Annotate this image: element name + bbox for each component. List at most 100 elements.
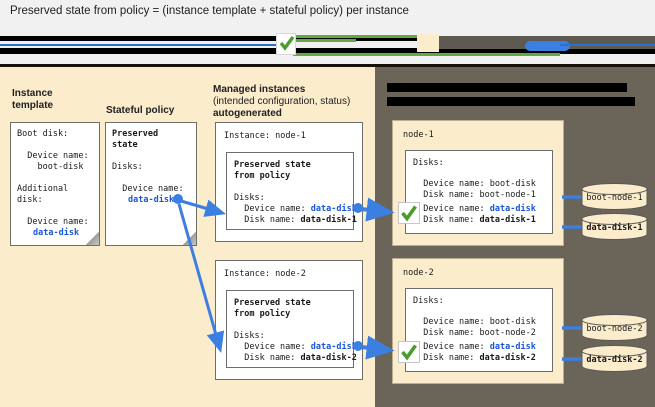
- node2-data-disk-label: Disk name:: [413, 353, 480, 363]
- node-card-node-2: node-2 Disks: Device name: boot-disk Dis…: [392, 258, 564, 384]
- node1-boot-disk-value: boot-node-1: [479, 190, 536, 200]
- ps1-device-label: Device name:: [234, 204, 311, 214]
- sp-disks-label: Disks:: [112, 162, 143, 172]
- disk-label-data-disk-1: data-disk-1: [586, 223, 643, 233]
- card-fold-corner: [86, 232, 100, 246]
- legend-green-line-bottom: [293, 53, 560, 56]
- it-gap-2: [17, 173, 22, 183]
- node-disks-box-node-2: Disks: Device name: boot-disk Disk name:…: [405, 288, 553, 372]
- preserved-state-box-node-1: Preserved state from policy Disks: Devic…: [226, 152, 357, 230]
- status-check-node-1: [398, 202, 420, 224]
- node2-disks-label: Disks:: [413, 296, 444, 306]
- preserved-state-disks-node-2: Device name: data-disk Disk name: data-d…: [234, 342, 357, 364]
- green-check-icon: [401, 205, 417, 222]
- ps1-device-value: data-disk: [310, 204, 357, 214]
- sp-data-disk-value: data-disk: [128, 195, 175, 205]
- node2-boot-device-label: Device name:: [413, 317, 490, 327]
- node1-boot-disk-label: Disk name:: [413, 190, 480, 200]
- it-gap-3: [17, 206, 22, 216]
- node2-boot-disk-label: Disk name:: [413, 328, 480, 338]
- legend-strip: [0, 28, 655, 64]
- node1-boot-device-value: boot-disk: [489, 179, 536, 189]
- ps2-gap: [234, 320, 239, 330]
- disk-cylinder-data-disk-2: data-disk-2: [581, 345, 648, 372]
- ps1-gap: [234, 182, 239, 192]
- ps2-disks-label: Disks:: [234, 331, 265, 341]
- ps2-title-l2: from policy: [234, 309, 291, 319]
- ps1-title-l2: from policy: [234, 171, 291, 181]
- legend-blue-pill: [525, 41, 570, 51]
- it-line-0: Boot disk:: [17, 129, 69, 139]
- legend-redaction-bar-top: [0, 36, 655, 41]
- title-bar: Preserved state from policy = (instance …: [0, 0, 655, 28]
- heading-managed-instances: Managed instances (intended configuratio…: [213, 84, 373, 120]
- legend-blue-line-left: [0, 44, 290, 46]
- heading-stateful-policy: Stateful policy: [106, 105, 206, 117]
- node1-boot-device-label: Device name:: [413, 179, 490, 189]
- legend-green-line-top: [293, 35, 423, 38]
- legend-green-line-mid: [293, 39, 356, 42]
- heading-stateful-policy-l1: Stateful policy: [106, 105, 175, 116]
- stateful-policy-text: Preserved state Disks: Device name: data…: [112, 129, 184, 206]
- disk-label-boot-node-1: boot-node-1: [586, 193, 643, 203]
- preserved-state-text-node-1: Preserved state from policy Disks:: [234, 160, 311, 204]
- heading-managed-l2: (intended configuration, status): [213, 96, 351, 107]
- node2-data-disk-block: Device name: data-disk Disk name: data-d…: [413, 342, 536, 364]
- it-line-6: disk:: [17, 195, 43, 205]
- it-line-5: Additional: [17, 184, 69, 194]
- ps2-title-l1: Preserved state: [234, 298, 311, 308]
- disk-cylinder-boot-node-1: boot-node-1: [581, 183, 648, 210]
- disk-label-boot-node-2: boot-node-2: [586, 324, 643, 334]
- heading-instance-template-l1: Instance: [12, 88, 53, 99]
- preserved-state-text-node-2: Preserved state from policy Disks:: [234, 298, 311, 342]
- card-fold-corner: [183, 232, 197, 246]
- disk-cylinder-data-disk-1: data-disk-1: [581, 213, 648, 240]
- node2-boot-disk-value: boot-node-2: [479, 328, 536, 338]
- legend-blue-line-right: [560, 44, 655, 46]
- sp-device-name-label: Device name:: [112, 184, 184, 194]
- node2-boot-device-value: boot-disk: [489, 317, 536, 327]
- sp-gap-1: [112, 151, 117, 161]
- node2-boot-disk-block: Device name: boot-disk Disk name: boot-n…: [413, 317, 536, 339]
- instance-template-text: Boot disk: Device name: boot-disk Additi…: [17, 129, 89, 239]
- it-line-3: boot-disk: [17, 162, 84, 172]
- node1-disks-label: Disks:: [413, 158, 444, 168]
- it-data-disk-value: data-disk: [33, 228, 80, 238]
- node1-data-disk-label: Disk name:: [413, 215, 480, 225]
- instance-template-card: Boot disk: Device name: boot-disk Additi…: [10, 122, 100, 246]
- disk-cylinder-boot-node-2: boot-node-2: [581, 314, 648, 341]
- ps1-disk-value: data-disk-1: [300, 215, 357, 225]
- sp-title-l1: Preserved: [112, 129, 159, 139]
- node-disks-box-node-1: Disks: Device name: boot-disk Disk name:…: [405, 150, 553, 234]
- disk-label-data-disk-2: data-disk-2: [586, 355, 643, 365]
- legend-cream-swatch: [417, 34, 439, 52]
- node1-data-disk-block: Device name: data-disk Disk name: data-d…: [413, 204, 536, 226]
- it-line-8: Device name:: [17, 217, 89, 227]
- node1-data-device-value: data-disk: [489, 204, 536, 214]
- heading-instance-template-l2: template: [12, 100, 54, 111]
- node2-data-device-label: Device name:: [413, 342, 490, 352]
- legend-check-icon: [279, 36, 295, 51]
- right-panel-redaction-bar-1: [387, 83, 627, 92]
- node-name-node-1: node-1: [403, 130, 434, 140]
- ps2-device-label: Device name:: [234, 342, 311, 352]
- green-check-icon: [401, 344, 417, 361]
- ps2-disk-label: Disk name:: [234, 353, 301, 363]
- ps1-title-l1: Preserved state: [234, 160, 311, 170]
- sp-gap-2: [112, 173, 117, 183]
- node-name-node-2: node-2: [403, 268, 434, 278]
- stateful-policy-card: Preserved state Disks: Device name: data…: [105, 122, 197, 246]
- node2-data-device-value: data-disk: [489, 342, 536, 352]
- ps2-disk-value: data-disk-2: [300, 353, 357, 363]
- managed-instance-label-node-2: Instance: node-2: [224, 269, 306, 279]
- preserved-state-box-node-2: Preserved state from policy Disks: Devic…: [226, 290, 357, 368]
- node1-data-device-label: Device name:: [413, 204, 490, 214]
- ps1-disks-label: Disks:: [234, 193, 265, 203]
- sp-title-l2: state: [112, 140, 138, 150]
- preserved-state-disks-node-1: Device name: data-disk Disk name: data-d…: [234, 204, 357, 226]
- heading-managed-l1: Managed instances: [213, 84, 306, 95]
- right-panel-redaction-bar-2: [387, 97, 635, 106]
- heading-managed-l3: autogenerated: [213, 108, 282, 119]
- page-title: Preserved state from policy = (instance …: [10, 5, 409, 17]
- node1-data-disk-value: data-disk-1: [479, 215, 536, 225]
